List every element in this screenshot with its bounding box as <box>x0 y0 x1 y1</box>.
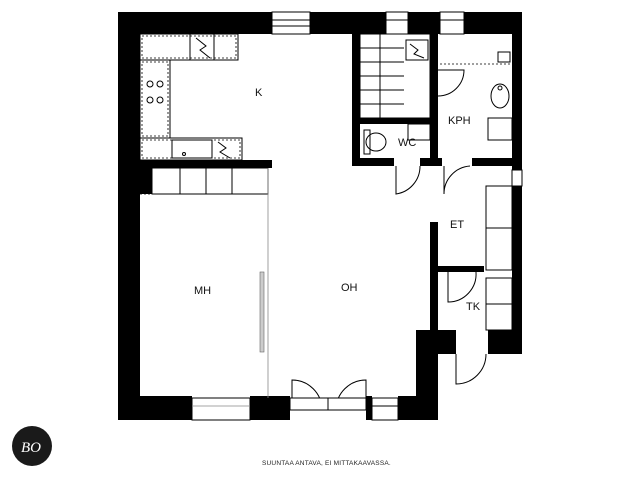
brand-logo: BO <box>12 426 52 466</box>
logo-text: BO <box>21 440 41 456</box>
room-label-bathroom: KPH <box>448 115 471 127</box>
outer-walls <box>118 12 522 420</box>
room-label-bedroom: MH <box>194 285 211 297</box>
windows <box>191 11 523 421</box>
room-label-closet: TK <box>466 301 481 313</box>
toilet-fixture <box>363 123 431 155</box>
room-label-entrance: ET <box>450 219 464 231</box>
scale-note: SUUNTAA ANTAVA, EI MITTAKAAVASSA. <box>262 460 391 467</box>
doors <box>289 69 487 411</box>
entrance-closets <box>485 185 513 331</box>
interior-walls <box>140 34 522 330</box>
room-label-living-room: OH <box>341 282 358 294</box>
room-label-kitchen: K <box>255 87 263 99</box>
room-labels: K KPH WC MH OH ET TK <box>194 87 481 313</box>
kitchen-fixtures <box>139 33 243 161</box>
room-label-toilet: WC <box>398 137 416 149</box>
wardrobe <box>140 167 269 398</box>
bath-fixtures <box>359 33 513 141</box>
